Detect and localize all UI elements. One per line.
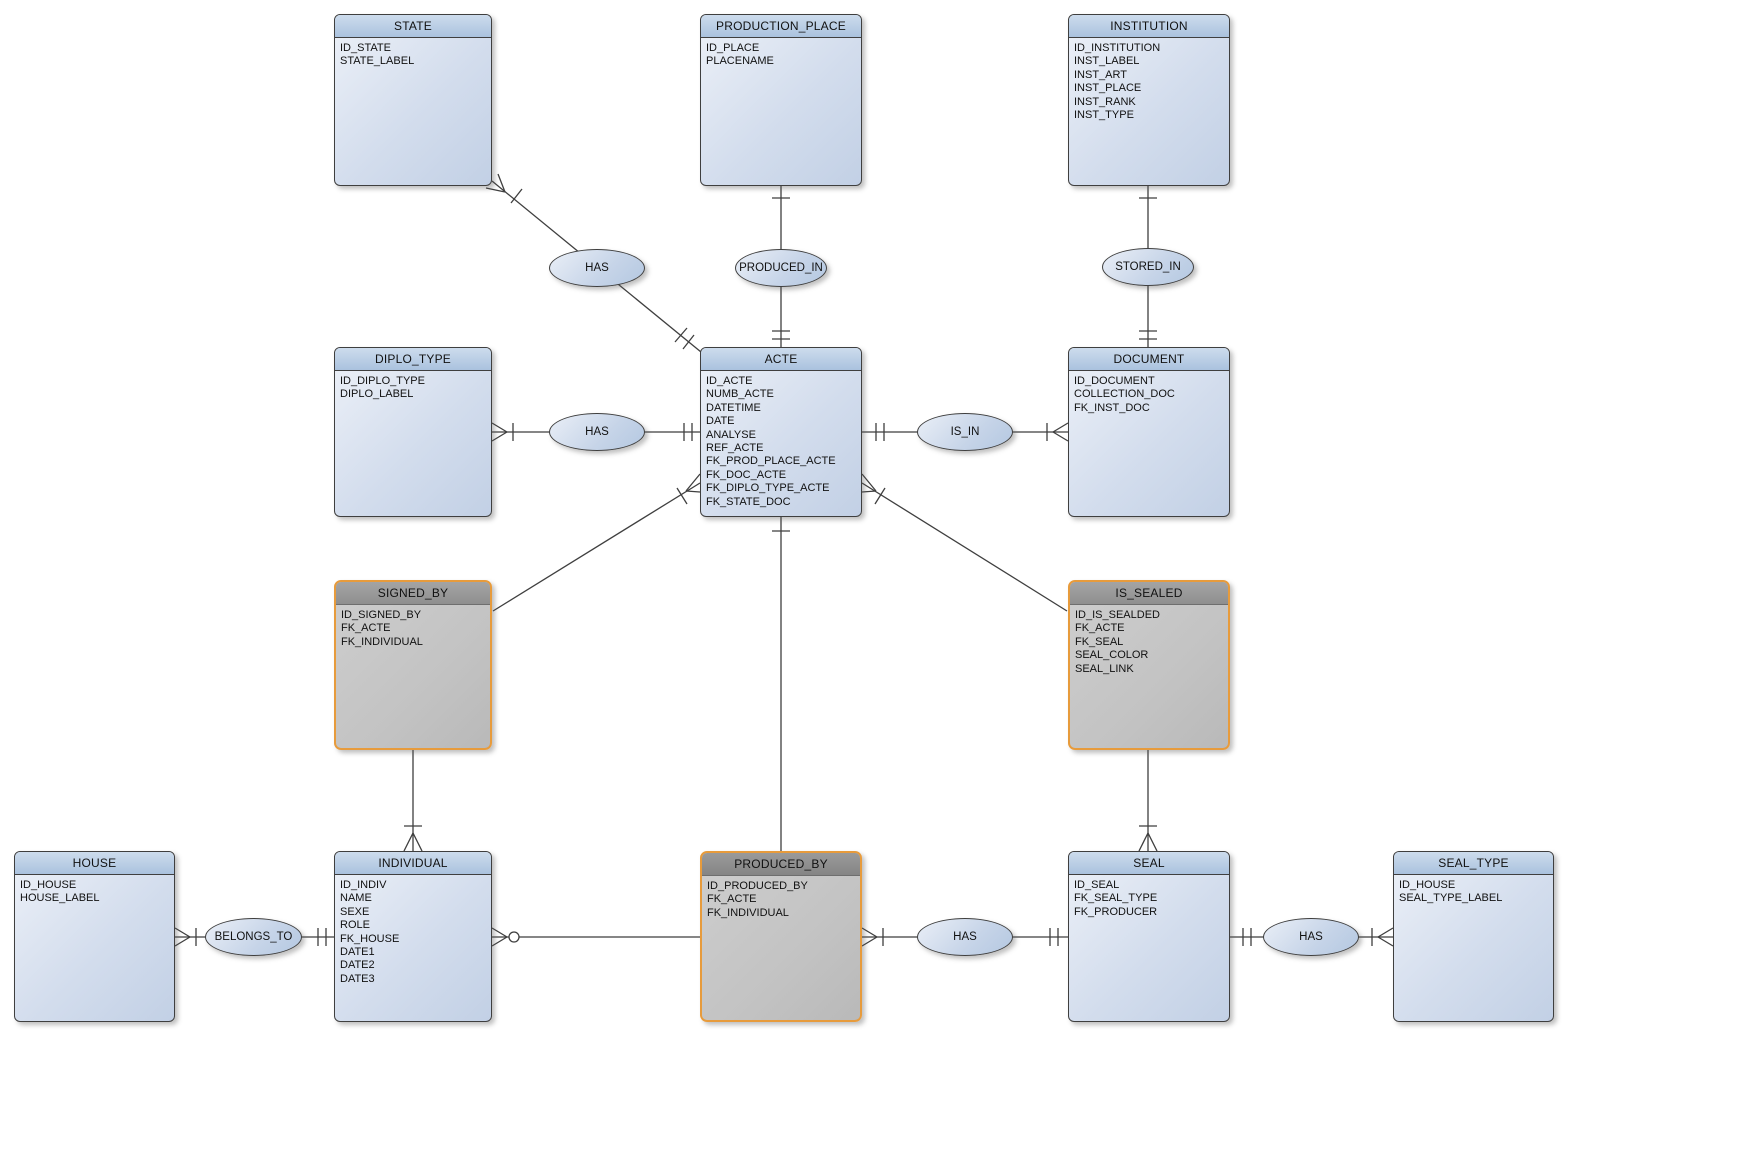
connector-acte-signedby (492, 473, 701, 612)
relationship-produced-in[interactable]: PRODUCED_IN (735, 249, 827, 287)
relationship-belongs-to[interactable]: BELONGS_TO (205, 918, 302, 956)
relationship-is-in-label: IS_IN (950, 426, 980, 438)
connector-individual-producedby (491, 927, 700, 947)
connector-acte-issealed (861, 473, 1068, 612)
relationship-has-diplo-acte[interactable]: HAS (549, 413, 645, 451)
entity-institution-title: INSTITUTION (1069, 15, 1229, 38)
relationship-has-producedby-seal[interactable]: HAS (917, 918, 1013, 956)
connector-acte-producedby (772, 517, 790, 851)
connector-signedby-individual (403, 750, 423, 852)
entity-individual-title: INDIVIDUAL (335, 852, 491, 875)
entity-produced-by-title: PRODUCED_BY (702, 853, 860, 876)
entity-document-title: DOCUMENT (1069, 348, 1229, 371)
relationship-stored-in-label: STORED_IN (1115, 261, 1181, 273)
relationship-is-in[interactable]: IS_IN (917, 413, 1013, 451)
entity-production-place-title: PRODUCTION_PLACE (701, 15, 861, 38)
relationship-has-state-acte-label: HAS (585, 262, 609, 274)
connector-issealed-seal (1138, 750, 1158, 852)
entity-acte-title: ACTE (701, 348, 861, 371)
relationship-has-diplo-acte-label: HAS (585, 426, 609, 438)
entity-signed-by-title: SIGNED_BY (336, 582, 490, 605)
entity-diplo-type-title: DIPLO_TYPE (335, 348, 491, 371)
entity-seal-title: SEAL (1069, 852, 1229, 875)
relationship-has-state-acte[interactable]: HAS (549, 249, 645, 287)
relationship-has-seal-sealtype[interactable]: HAS (1263, 918, 1359, 956)
relationship-has-seal-sealtype-label: HAS (1299, 931, 1323, 943)
entity-seal-type-title: SEAL_TYPE (1394, 852, 1553, 875)
entity-is-sealed-title: IS_SEALED (1070, 582, 1228, 605)
relationship-stored-in[interactable]: STORED_IN (1102, 248, 1194, 286)
entity-state-title: STATE (335, 15, 491, 38)
relationship-produced-in-label: PRODUCED_IN (739, 262, 823, 274)
relationship-has-producedby-seal-label: HAS (953, 931, 977, 943)
relationship-belongs-to-label: BELONGS_TO (214, 931, 293, 943)
entity-house-title: HOUSE (15, 852, 174, 875)
